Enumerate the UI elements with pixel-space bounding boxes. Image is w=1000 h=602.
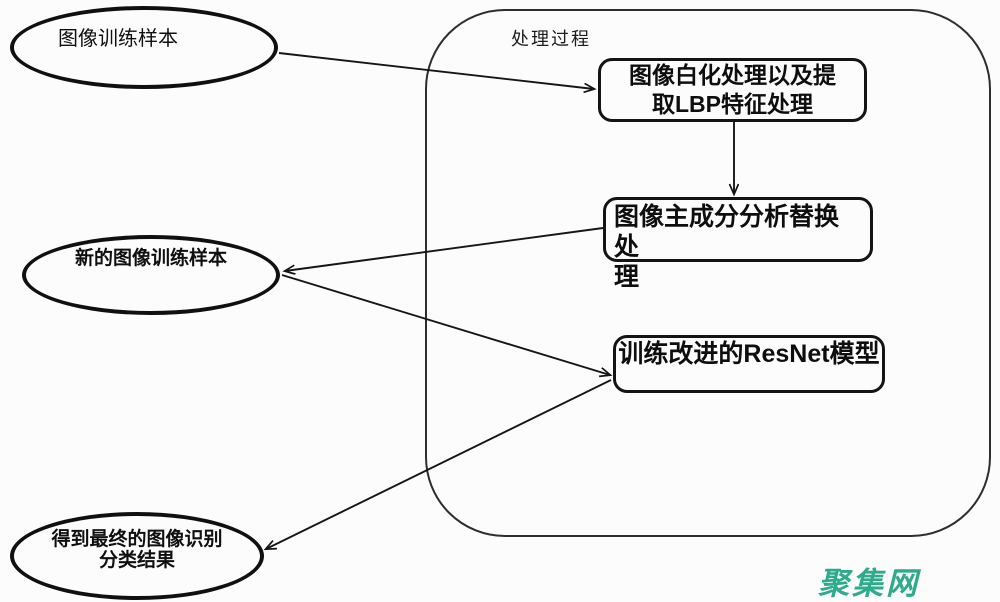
whitening-lbp-label: 图像白化处理以及提 取LBP特征处理 [629,61,836,119]
pca-replace-line1: 图像主成分分析替换处 [614,203,840,261]
ellipse-final-result: 得到最终的图像识别 分类结果 [10,512,264,600]
box-whitening-lbp: 图像白化处理以及提 取LBP特征处理 [598,58,867,122]
new-training-samples-label: 新的图像训练样本 [74,248,227,269]
box-pca-replace: 图像主成分分析替换处 理 [603,197,873,291]
final-result-label: 得到最终的图像识别 分类结果 [14,529,260,571]
training-samples-label: 图像训练样本 [58,28,178,50]
ellipse-new-training-samples: 新的图像训练样本 [22,235,280,315]
ellipse-training-samples: 图像训练样本 [10,6,278,89]
pca-replace-label: 图像主成分分析替换处 理 [614,203,839,291]
pca-replace-line2: 理 [614,263,640,291]
process-group-container: 处理过程 [425,9,991,537]
final-result-line1: 得到最终的图像识别 [51,529,223,550]
train-resnet-label: 训练改进的ResNet模型 [618,340,880,368]
process-group-label: 处理过程 [511,29,591,49]
box-train-resnet: 训练改进的ResNet模型 [613,335,885,393]
whitening-lbp-line2: 取LBP特征处理 [652,91,813,117]
watermark-logo: 聚集网 [818,566,920,601]
whitening-lbp-line1: 图像白化处理以及提 [629,62,836,88]
final-result-line2: 分类结果 [98,550,175,571]
